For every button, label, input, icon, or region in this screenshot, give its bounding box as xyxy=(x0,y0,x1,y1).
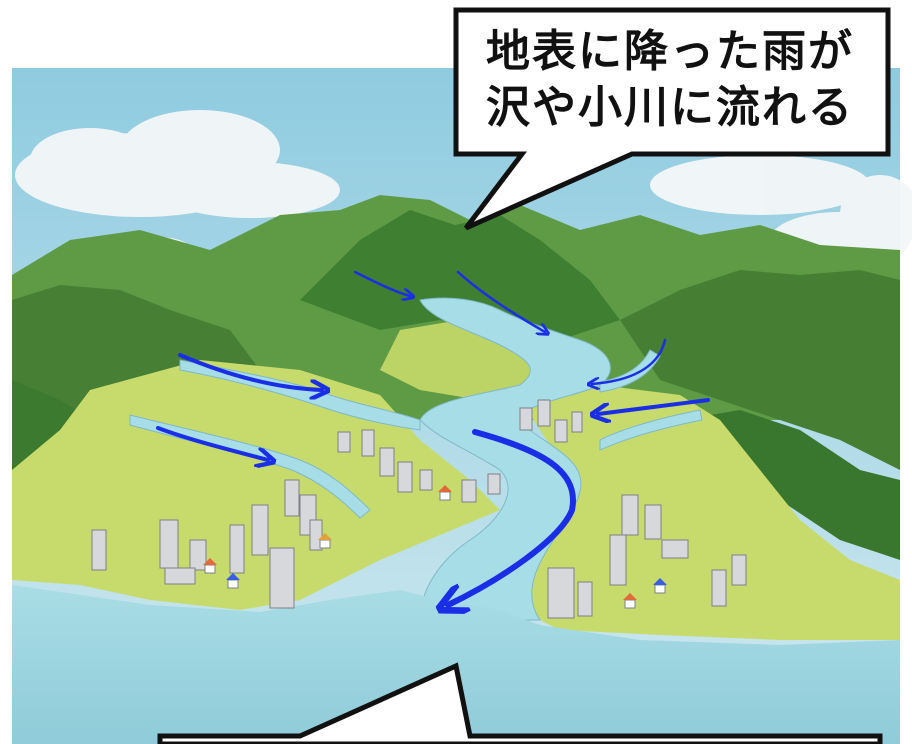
building-icon xyxy=(91,479,323,609)
cloud-icon xyxy=(15,110,340,218)
building-icon xyxy=(547,494,747,619)
building-icon xyxy=(337,429,501,503)
right-mountains xyxy=(620,270,900,470)
callout-top-line2: 沢や小川に流れる xyxy=(486,82,854,133)
houses xyxy=(203,485,667,609)
callout-bottom-bubble xyxy=(157,662,883,744)
callout-top-line1: 地表に降った雨が xyxy=(486,26,854,77)
left-mountains xyxy=(12,285,260,440)
building-icon xyxy=(519,399,583,443)
flow-arrow-icon xyxy=(156,270,710,605)
callout-top-bubble xyxy=(453,7,891,231)
